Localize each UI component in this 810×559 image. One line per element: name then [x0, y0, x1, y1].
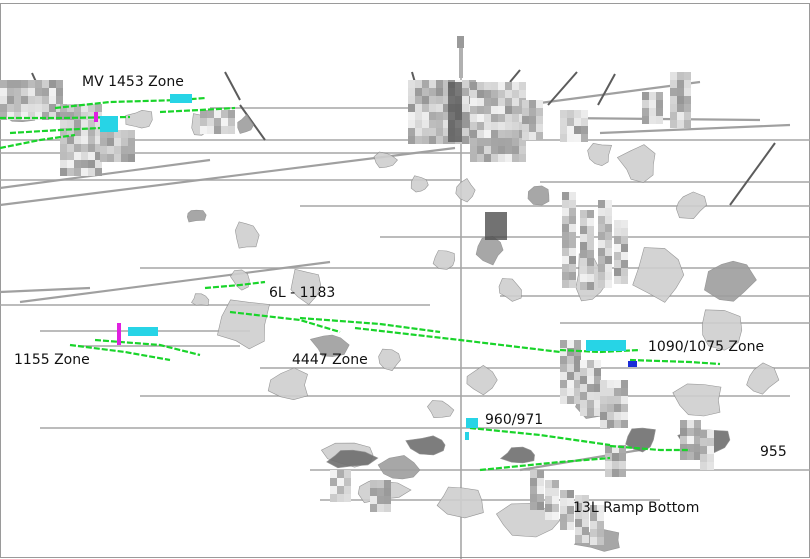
- label-6l-1183: 6L - 1183: [269, 285, 335, 301]
- block-model: [0, 72, 714, 545]
- label-1155-zone: 1155 Zone: [14, 352, 90, 368]
- zone-labels: MV 1453 Zone 6L - 1183 1155 Zone 4447 Zo…: [14, 74, 787, 516]
- dark-inclines: [31, 69, 776, 206]
- label-955: 955: [760, 444, 787, 460]
- label-960-971: 960/971: [485, 412, 543, 428]
- label-mv-1453-zone: MV 1453 Zone: [82, 74, 184, 90]
- assay-markers: [94, 94, 637, 440]
- label-1090-1075-zone: 1090/1075 Zone: [648, 339, 764, 355]
- drillholes: [0, 96, 721, 472]
- label-13l-ramp-bottom: 13L Ramp Bottom: [573, 500, 699, 516]
- label-4447-zone: 4447 Zone: [292, 352, 368, 368]
